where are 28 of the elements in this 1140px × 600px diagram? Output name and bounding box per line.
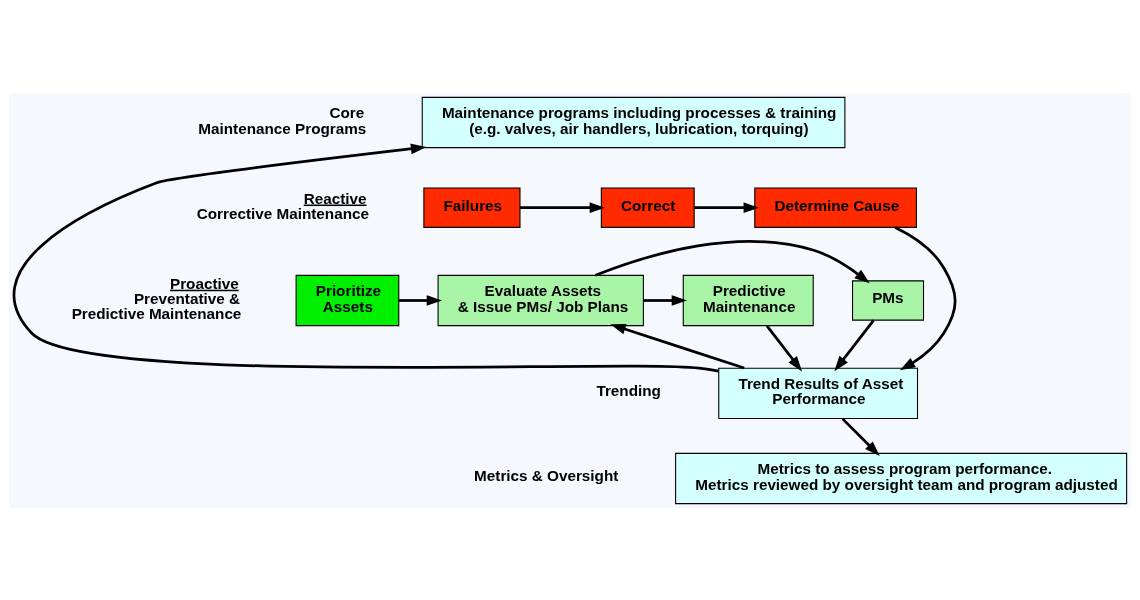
arrow	[834, 319, 875, 371]
label: Preventative & Predictive Maintenance	[71, 289, 242, 322]
label: Core Maintenance Programs	[198, 103, 367, 137]
node-box: Maintenance programs including processes & training (e.g. valves, air handlers, lubrication, torquing)	[421, 96, 846, 148]
label: Reactive	[303, 189, 367, 207]
node-box: Correct	[600, 186, 695, 228]
arrow	[610, 323, 745, 369]
node-box: Prioritize Assets	[295, 274, 400, 326]
node-box: Evaluate Assets & Issue PMs/ Job Plans	[437, 274, 644, 326]
arrow	[595, 239, 870, 283]
label: Trending	[596, 381, 661, 399]
arrow	[398, 294, 442, 306]
arrow	[894, 225, 957, 370]
label: Metrics & Oversight	[474, 466, 619, 484]
arrow	[841, 417, 880, 456]
node-box: Determine Cause	[754, 186, 917, 228]
arrow	[643, 294, 688, 306]
label: Corrective Maintenance	[196, 204, 369, 222]
node-box: Metrics to assess program performance. Metrics reviewed by oversight team and program adjusted	[675, 452, 1128, 504]
node-box: Predictive Maintenance	[682, 274, 814, 326]
arrow	[765, 324, 803, 371]
node-box: Failures	[423, 186, 521, 228]
arrow	[13, 143, 719, 372]
node-box: Trend Results of Asset Performance	[718, 367, 919, 419]
node-box: PMs	[852, 279, 925, 321]
arrow	[694, 201, 759, 213]
arrow	[520, 201, 605, 213]
label: Proactive	[169, 274, 239, 292]
